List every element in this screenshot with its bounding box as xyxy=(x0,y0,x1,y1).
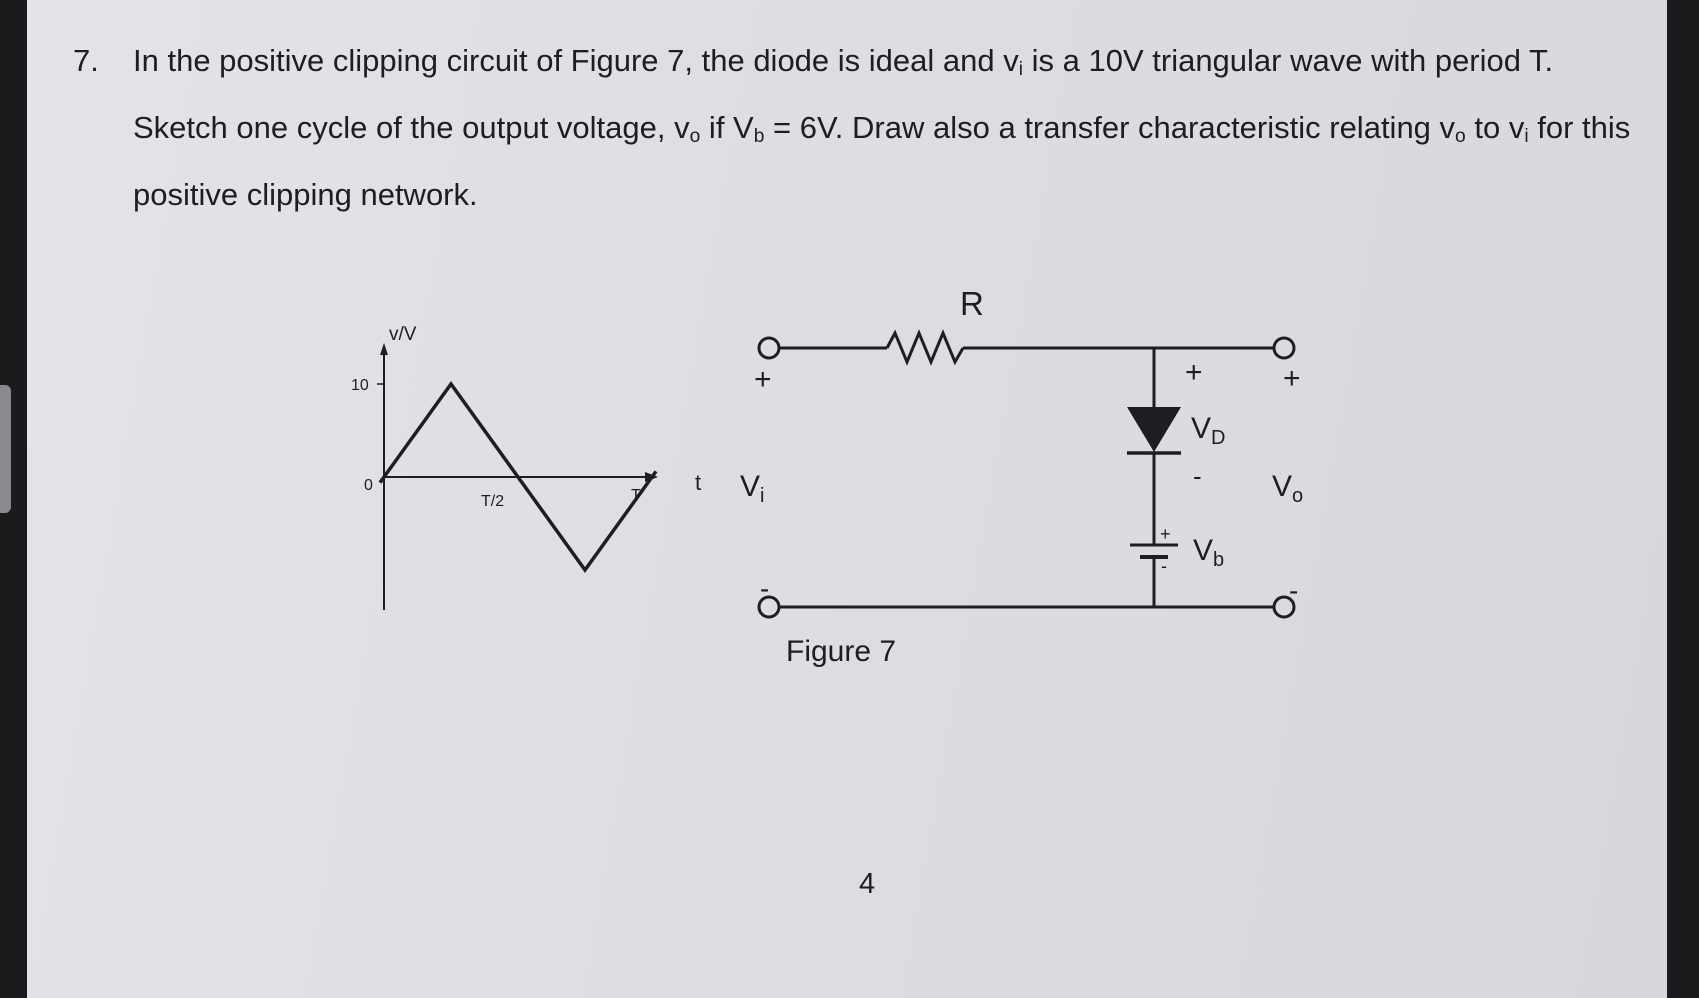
tick-label-half-period: T/2 xyxy=(481,493,504,510)
triangular-wave xyxy=(378,381,658,573)
battery-voltage-label: Vb xyxy=(1193,534,1224,571)
diode-plus-sign: + xyxy=(1185,356,1203,389)
question-text: In the positive clipping circuit of Figu… xyxy=(133,32,1648,224)
diode-voltage-label: VD xyxy=(1191,412,1225,449)
page-number: 4 xyxy=(859,868,876,900)
battery-plus-sign: + xyxy=(1160,524,1171,544)
output-minus-sign: - xyxy=(1289,575,1298,606)
subscript: i xyxy=(1524,125,1529,147)
document-page: 7. In the positive clipping circuit of F… xyxy=(27,0,1667,998)
tick-label-period: T xyxy=(631,487,641,504)
x-axis-label: t xyxy=(695,470,701,495)
subscript: o xyxy=(1455,125,1466,147)
input-voltage-label: Vi xyxy=(740,470,764,507)
resistor-label: R xyxy=(960,285,984,322)
subscript: b xyxy=(753,125,765,147)
figure-caption: Figure 7 xyxy=(786,635,896,668)
figure-7: v/V t 10 0 T/2 T + - Vi R xyxy=(351,285,1303,668)
output-terminal-top xyxy=(1272,336,1296,360)
question-text-segment: to v xyxy=(1465,109,1525,145)
output-plus-sign: + xyxy=(1283,362,1301,395)
input-minus-sign: - xyxy=(760,573,769,604)
resistor xyxy=(885,329,965,366)
waveform-plot: v/V t 10 0 T/2 T xyxy=(351,324,701,610)
diode-symbol xyxy=(1127,407,1181,452)
y-axis-label: v/V xyxy=(389,324,417,345)
tick-label-0: 0 xyxy=(364,477,373,494)
diode-minus-sign: - xyxy=(1193,461,1202,491)
subscript: o xyxy=(689,125,701,147)
bezel-handle xyxy=(0,385,11,513)
clipping-circuit: + - Vi R + - Vo xyxy=(740,285,1303,619)
tick-label-10: 10 xyxy=(351,377,369,394)
battery-minus-sign: - xyxy=(1161,556,1167,576)
y-axis-arrow xyxy=(380,343,388,355)
question-text-segment: for this positive clipping network. xyxy=(133,109,1631,212)
output-terminal-bottom xyxy=(1272,595,1296,619)
question-text-segment: if V xyxy=(700,109,754,145)
subscript: i xyxy=(1018,58,1024,80)
question-text-segment: In the positive clipping circuit of Figu… xyxy=(133,43,1019,78)
output-voltage-label: Vo xyxy=(1272,470,1303,507)
input-terminal-top xyxy=(757,336,781,360)
question-text-segment: is a 10V triangular wave with period T. … xyxy=(133,43,1554,145)
question-text-segment: = 6V. Draw also a transfer characteristi… xyxy=(764,109,1456,145)
input-plus-sign: + xyxy=(754,363,772,396)
question-number: 7. xyxy=(73,43,99,78)
